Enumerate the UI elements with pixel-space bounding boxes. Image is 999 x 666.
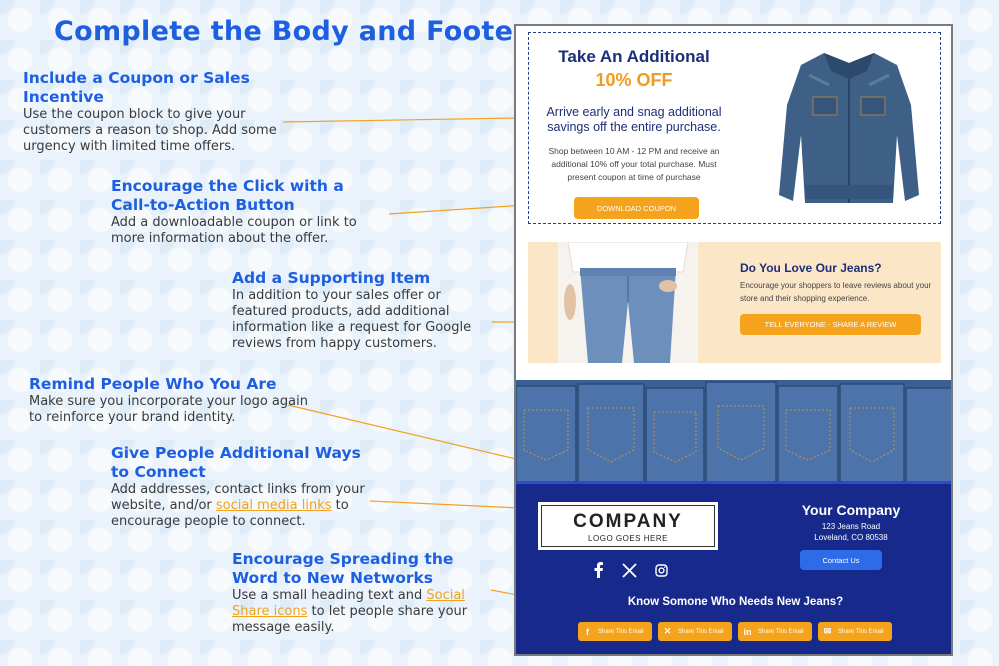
address-line-1: 123 Jeans Road (821, 522, 881, 531)
annotation-body: Use a small heading text and Social Shar… (232, 588, 492, 636)
annotation-body-text: Use a small heading text and (232, 588, 427, 603)
denim-jacket-image (779, 53, 919, 203)
annotation-heading: Give People Additional Ways to Connect (111, 444, 361, 481)
email-footer: COMPANY LOGO GOES HERE Your Company 123 … (516, 482, 951, 654)
annotation-heading: Include a Coupon or Sales Incentive (23, 69, 250, 106)
annotation-body: Make sure you incorporate your logo agai… (29, 394, 308, 425)
coupon-block: Take An Additional 10% OFF Arrive early … (528, 32, 941, 224)
denim-banner-image (516, 380, 951, 482)
annotation-heading: Encourage Spreading the Word to New Netw… (232, 550, 454, 587)
annotation-coupon: Include a Coupon or Sales Incentive Use … (23, 69, 303, 155)
annotation-sharing: Encourage Spreading the Word to New Netw… (232, 550, 492, 636)
page-title: Complete the Body and Footer (54, 16, 527, 47)
x-icon[interactable] (622, 562, 637, 578)
share-label: Share This Email (758, 628, 804, 635)
coupon-lead: Arrive early and snag additional savings… (546, 105, 722, 134)
address-line-2: Loveland, CO 80538 (814, 533, 888, 542)
share-heading: Know Somone Who Needs New Jeans? (627, 596, 844, 608)
review-block: Do You Love Our Jeans? Encourage your sh… (528, 242, 941, 363)
coupon-details: Shop between 10 AM - 12 PM and receive a… (548, 146, 720, 182)
download-coupon-button[interactable]: DOWNLOAD COUPON (574, 197, 699, 219)
share-buttons: f Share This Email ✕ Share This Email in… (578, 622, 892, 641)
annotation-body: In addition to your sales offer or featu… (232, 288, 472, 351)
social-share-link[interactable]: Social Share icons (232, 588, 465, 619)
social-media-link[interactable]: social media links (215, 498, 332, 513)
annotation-body: Add a downloadable coupon or link to mor… (111, 215, 357, 246)
annotation-heading: Add a Supporting Item (232, 269, 431, 287)
share-x-button[interactable]: ✕ Share This Email (658, 622, 732, 641)
annotation-connect: Give People Additional Ways to Connect A… (111, 444, 371, 530)
annotation-heading: Remind People Who You Are (29, 375, 277, 393)
share-linkedin-button[interactable]: in Share This Email (738, 622, 812, 641)
facebook-icon[interactable] (592, 562, 604, 578)
facebook-icon: f (586, 626, 589, 637)
contact-us-button[interactable]: Contact Us (800, 550, 882, 570)
annotation-body: Use the coupon block to give your custom… (23, 107, 277, 154)
share-facebook-button[interactable]: f Share This Email (578, 622, 652, 641)
annotation-heading: Encourage the Click with a Call-to-Actio… (111, 177, 344, 214)
instagram-icon[interactable] (655, 563, 668, 577)
company-name: Your Company (801, 502, 901, 518)
logo-subtext: LOGO GOES HERE (588, 534, 668, 543)
coupon-heading: Take An Additional (558, 47, 710, 66)
email-preview: Take An Additional 10% OFF Arrive early … (514, 24, 953, 656)
annotation-brand: Remind People Who You Are Make sure you … (29, 375, 319, 426)
company-logo: COMPANY LOGO GOES HERE (538, 502, 718, 550)
x-icon: ✕ (663, 626, 672, 636)
annotation-supporting-item: Add a Supporting Item In addition to you… (232, 269, 492, 352)
linkedin-icon: in (743, 626, 752, 637)
annotation-body: Add addresses, contact links from your w… (111, 482, 371, 530)
review-heading: Do You Love Our Jeans? (740, 261, 882, 275)
share-email-button[interactable]: ✉ Share This Email (818, 622, 892, 641)
email-icon: ✉ (823, 626, 832, 636)
company-info: Your Company 123 Jeans Road Loveland, CO… (771, 502, 931, 543)
jeans-model-image (558, 242, 698, 363)
share-label: Share This Email (598, 628, 644, 635)
share-review-button[interactable]: TELL EVERYONE - SHARE A REVIEW (740, 314, 921, 335)
share-label: Share This Email (678, 628, 724, 635)
logo-text: COMPANY (573, 511, 683, 532)
annotation-body-text: to let people share your message easily. (232, 604, 468, 635)
social-icons (592, 562, 668, 578)
coupon-offer: 10% OFF (595, 70, 673, 90)
review-body: Encourage your shoppers to leave reviews… (740, 281, 932, 303)
annotation-cta: Encourage the Click with a Call-to-Actio… (111, 177, 371, 247)
share-label: Share This Email (838, 628, 884, 635)
annotation-body-text: to encourage people to connect. (111, 498, 349, 529)
